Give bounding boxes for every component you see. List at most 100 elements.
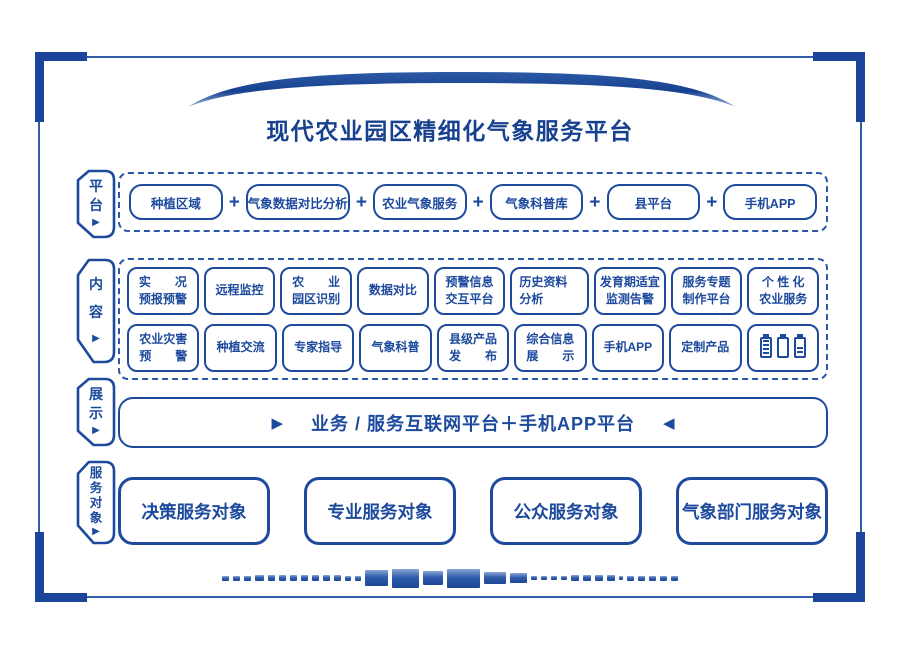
section-label-platform: 平台 ▶ (76, 169, 116, 239)
deco-block (571, 575, 579, 581)
deco-block (561, 576, 567, 580)
content-box: 农业灾害 预 警 (127, 323, 200, 372)
corner-bracket-top-left (35, 52, 87, 122)
content-box: 手机APP (591, 323, 665, 372)
right-triangle-icon: ▶ (271, 414, 283, 432)
content-box: 远程监控 (203, 266, 276, 315)
display-banner: ▶ 业务 / 服务互联网平台＋手机APP平台 ◀ (118, 397, 828, 448)
deco-block (279, 575, 286, 581)
label-char: 展 (89, 385, 103, 402)
platform-box: 种植区域 (129, 184, 223, 220)
deco-block (484, 572, 506, 584)
platform-box: 县平台 (606, 184, 701, 220)
deco-block (233, 575, 240, 581)
deco-block (423, 571, 443, 585)
corner-bracket-top-right (813, 52, 865, 122)
label-char: 示 (89, 405, 103, 421)
deco-block (510, 573, 527, 583)
content-box: 预警信息 交互平台 (433, 266, 506, 315)
deco-block (627, 575, 634, 581)
content-box: 数据对比 (357, 266, 429, 315)
content-box: 综合信息 展 示 (514, 323, 587, 372)
deco-block (607, 575, 615, 581)
service-target-box: 公众服务对象 (490, 477, 642, 545)
plus-connector: + (355, 191, 367, 213)
deco-block (447, 568, 480, 588)
display-banner-text: 业务 / 服务互联网平台＋手机APP平台 (310, 413, 635, 434)
platform-box: 手机APP (723, 184, 817, 220)
platform-row: 种植区域+气象数据对比分析+农业气象服务+气象科普库+县平台+手机APP (118, 172, 828, 232)
outer-frame-line (38, 56, 862, 598)
battery-full-icon (759, 337, 772, 358)
label-char: 务 (89, 480, 103, 495)
platform-box: 气象科普库 (489, 184, 584, 220)
corner-bracket-bottom-right (813, 532, 865, 602)
deco-block (671, 575, 678, 581)
deco-block (365, 570, 388, 586)
plus-connector: + (589, 191, 601, 213)
service-target-box: 决策服务对象 (118, 477, 270, 545)
deco-block (244, 575, 251, 581)
deco-block (255, 575, 264, 581)
content-box: 农 业 园区识别 (280, 266, 353, 315)
left-triangle-icon: ◀ (663, 414, 675, 432)
label-char: 容 (89, 304, 103, 320)
service-targets-row: 决策服务对象专业服务对象公众服务对象气象部门服务对象 (118, 477, 828, 545)
deco-block (301, 575, 308, 581)
deco-block (222, 575, 229, 581)
deco-block (638, 575, 645, 581)
label-arrow-icon: ▶ (92, 332, 100, 344)
label-char: 台 (89, 197, 103, 213)
label-arrow-icon: ▶ (92, 216, 100, 228)
deco-block (323, 575, 330, 581)
section-label-service: 服务对象▶ (76, 460, 116, 545)
content-box: 定制产品 (669, 323, 742, 372)
content-grid: 实 况 预报预警远程监控农 业 园区识别数据对比预警信息 交互平台历史资料 分析… (118, 258, 828, 380)
deco-block (345, 575, 351, 581)
service-target-box: 专业服务对象 (304, 477, 456, 545)
content-box: 服务专题 制作平台 (670, 266, 743, 315)
service-target-box: 气象部门服务对象 (676, 477, 828, 545)
content-box: 发育期适宜 监测告警 (594, 266, 666, 315)
content-box: 个 性 化 农业服务 (747, 266, 820, 315)
label-char: 内 (89, 275, 103, 292)
deco-block (290, 575, 297, 581)
label-char: 对 (89, 495, 103, 510)
section-label-display: 展示 ▶ (76, 377, 116, 447)
content-box: 专家指导 (281, 323, 355, 372)
deco-block (531, 576, 537, 580)
battery-empty-icon (776, 337, 789, 358)
content-box: 县级产品 发 布 (436, 323, 510, 372)
battery-half-icon (793, 337, 806, 358)
deco-block (355, 575, 361, 581)
label-arrow-icon: ▶ (92, 525, 100, 537)
plus-connector: + (228, 191, 240, 213)
platform-box: 农业气象服务 (372, 184, 467, 220)
deco-block (660, 575, 667, 581)
label-arrow-icon: ▶ (92, 424, 100, 436)
deco-block (312, 575, 319, 581)
label-char: 服 (89, 465, 103, 480)
content-box: 实 况 预报预警 (127, 266, 199, 315)
content-box: 历史资料 分析 (510, 266, 590, 315)
content-box: 气象科普 (359, 323, 432, 372)
label-char: 平 (89, 177, 103, 194)
banner-swoosh (188, 72, 736, 107)
label-char: 象 (89, 510, 103, 525)
deco-block (583, 575, 591, 581)
platform-box: 气象数据对比分析 (245, 184, 350, 220)
deco-block (551, 576, 557, 580)
deco-block (595, 575, 603, 581)
pixel-dash-decoration (0, 564, 900, 592)
deco-block (619, 576, 623, 580)
deco-block (541, 576, 547, 580)
plus-connector: + (706, 191, 718, 213)
deco-block (649, 575, 656, 581)
plus-connector: + (472, 191, 484, 213)
section-label-content: 内容 ▶ (76, 258, 116, 364)
page-title: 现代农业园区精细化气象服务平台 (266, 118, 634, 144)
corner-bracket-bottom-left (35, 532, 87, 602)
deco-block (392, 568, 419, 588)
content-box: 种植交流 (204, 323, 277, 372)
